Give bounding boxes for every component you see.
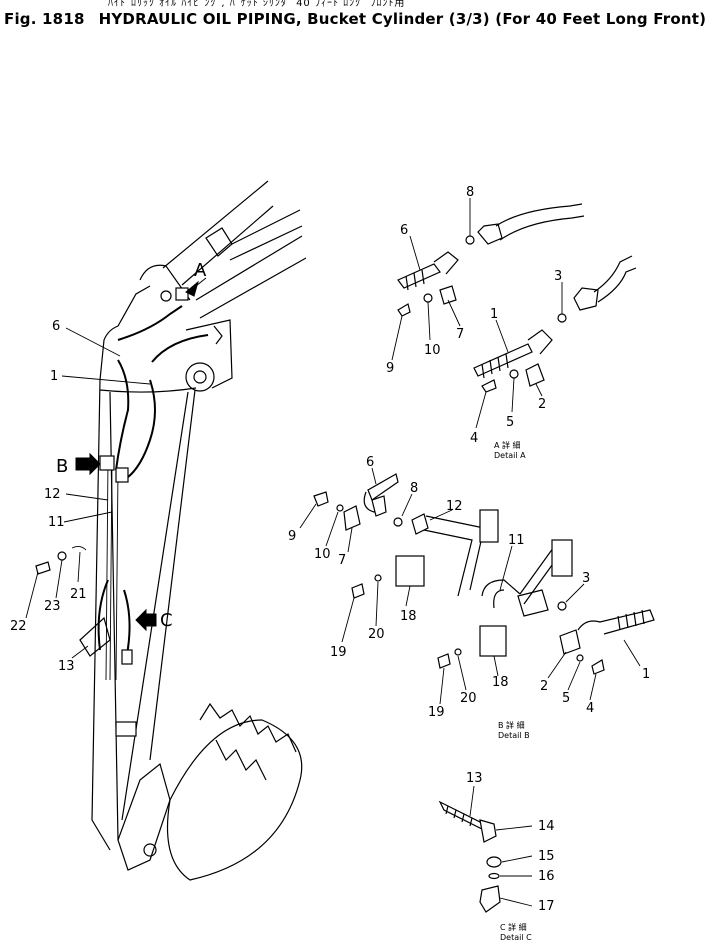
parts-diagram: A B C (10, 180, 655, 942)
callout-21: 21 (70, 587, 87, 602)
callout-11: 11 (508, 533, 525, 548)
view-marker-c-arrow-icon (135, 608, 157, 632)
callout-6: 6 (366, 455, 374, 470)
callout-19: 19 (428, 705, 445, 720)
callout-20: 20 (460, 691, 477, 706)
figure-caption: HYDRAULIC OIL PIPING, Bucket Cylinder (3… (98, 10, 706, 28)
callout-19: 19 (330, 645, 347, 660)
view-marker-b: B (56, 452, 101, 477)
view-marker-a: A (185, 260, 207, 297)
callout-10: 10 (314, 547, 331, 562)
callout-4: 4 (470, 431, 478, 446)
callout-5: 5 (506, 415, 514, 430)
detail-c-drawing (438, 800, 502, 913)
leader-lines (25, 198, 641, 907)
callout-18: 18 (492, 675, 509, 690)
callout-13: 13 (466, 771, 483, 786)
callout-1: 1 (642, 667, 650, 682)
callout-16: 16 (538, 869, 555, 884)
callout-6: 6 (400, 223, 408, 238)
callout-11: 11 (48, 515, 65, 530)
callout-9: 9 (386, 361, 394, 376)
callout-3: 3 (554, 269, 562, 284)
view-marker-a-label: A (194, 260, 207, 281)
callout-12: 12 (44, 487, 61, 502)
view-marker-b-label: B (56, 456, 68, 477)
callout-13: 13 (58, 659, 75, 674)
callout-5: 5 (562, 691, 570, 706)
view-marker-c: C (135, 608, 173, 632)
callout-15: 15 (538, 849, 555, 864)
view-marker-b-arrow-icon (75, 452, 101, 476)
callout-8: 8 (410, 481, 418, 496)
callout-9: 9 (288, 529, 296, 544)
callout-2: 2 (538, 397, 546, 412)
detail-b-drawing (313, 473, 655, 675)
detail-a-caption-jp: A 詳 細 (494, 440, 521, 450)
callout-8: 8 (466, 185, 474, 200)
callout-10: 10 (424, 343, 441, 358)
callout-4: 4 (586, 701, 594, 716)
figure-number: Fig. 1818 (4, 10, 85, 28)
callout-7: 7 (456, 327, 464, 342)
detail-a-caption: Detail A (494, 451, 526, 460)
detail-c-caption-jp: C 詳 細 (500, 922, 527, 932)
main-view-callouts: 6 1 12 11 21 22 23 13 (10, 319, 87, 674)
japanese-title-line: ﾊｲﾄﾞﾛﾘｯｸ ｵｲﾙ ﾊｲﾋﾟﾝｸﾞ, ﾊﾞｹｯﾄ ｼﾘﾝﾀﾞ 40 ﾌｨｰ… (108, 0, 406, 9)
callout-1: 1 (50, 369, 58, 384)
view-marker-a-arrow-icon (185, 277, 207, 297)
detail-b-callouts: 6 8 12 9 10 7 11 3 19 20 18 18 1 2 5 4 1… (288, 455, 650, 740)
callout-7: 7 (338, 553, 346, 568)
detail-c-callouts: 13 14 15 16 17 C 詳 細 Detail C (466, 771, 555, 942)
callout-1: 1 (490, 307, 498, 322)
callout-17: 17 (538, 899, 555, 914)
callout-20: 20 (368, 627, 385, 642)
callout-2: 2 (540, 679, 548, 694)
detail-a-callouts: 8 6 3 1 9 10 7 2 5 4 A 詳 細 Detail A (386, 185, 562, 460)
callout-3: 3 (582, 571, 590, 586)
callout-18: 18 (400, 609, 417, 624)
callout-23: 23 (44, 599, 61, 614)
arm-assembly-drawing (35, 180, 307, 881)
detail-c-caption: Detail C (500, 933, 532, 942)
callout-22: 22 (10, 619, 27, 634)
figure-title: Fig. 1818 HYDRAULIC OIL PIPING, Bucket Cy… (4, 10, 706, 28)
callout-6: 6 (52, 319, 60, 334)
detail-a-drawing (397, 203, 637, 393)
callout-14: 14 (538, 819, 555, 834)
detail-b-caption-jp: B 詳 細 (498, 720, 525, 730)
view-marker-c-label: C (160, 610, 173, 631)
callout-12: 12 (446, 499, 463, 514)
detail-b-caption: Detail B (498, 731, 530, 740)
